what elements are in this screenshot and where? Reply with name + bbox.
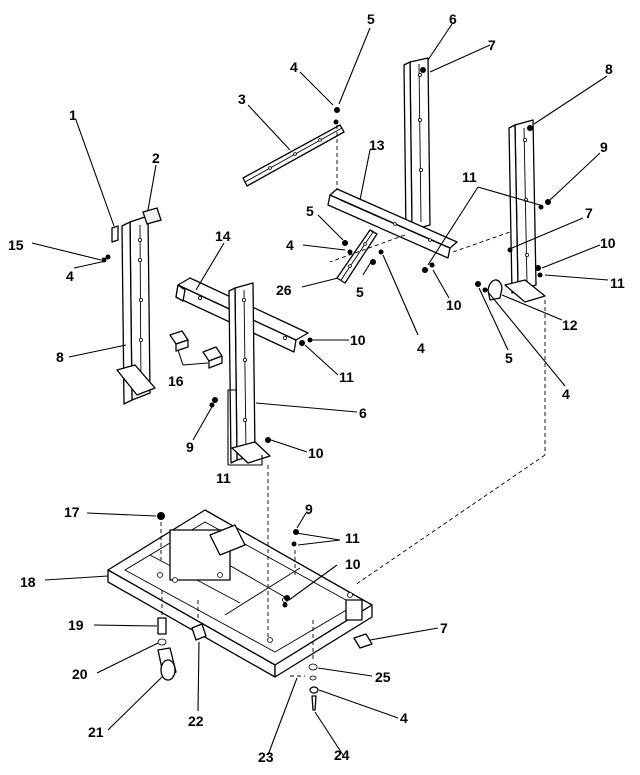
callout-7: 7 [488, 37, 496, 53]
callout-19: 19 [68, 617, 84, 633]
callout-20: 20 [72, 666, 88, 682]
callout-7: 7 [585, 205, 593, 221]
right-leg-upright [504, 119, 546, 303]
callout-9: 9 [186, 439, 194, 455]
rear-upright-upper [403, 57, 431, 234]
callout-5: 5 [356, 284, 364, 300]
base-frame [107, 509, 373, 678]
callout-22: 22 [188, 713, 204, 729]
callout-26: 26 [276, 282, 292, 298]
callout-10: 10 [345, 556, 361, 572]
lower-rail [327, 188, 458, 259]
callout-4: 4 [562, 386, 570, 402]
misc-hardware [191, 623, 373, 711]
callout-4: 4 [66, 268, 74, 284]
callout-labels: 1 2 3 4 4 4 4 4 4 5 5 5 5 6 6 7 7 7 8 8 … [8, 11, 625, 765]
small-bracket [487, 279, 503, 301]
callout-10: 10 [446, 297, 462, 313]
caster-assembly [157, 617, 177, 681]
front-upright [228, 282, 271, 464]
callout-13: 13 [369, 137, 385, 153]
callout-4: 4 [400, 710, 408, 726]
callout-23: 23 [258, 749, 274, 765]
callout-11: 11 [345, 530, 360, 546]
foot-pads [169, 330, 223, 369]
callout-11: 11 [216, 470, 231, 486]
fasteners [101, 67, 551, 608]
callout-4: 4 [286, 237, 294, 253]
callout-10: 10 [600, 235, 616, 251]
callout-7: 7 [440, 620, 448, 636]
callout-17: 17 [64, 504, 80, 520]
callout-21: 21 [88, 724, 104, 740]
left-leg-upright [111, 207, 162, 405]
callout-6: 6 [449, 11, 457, 27]
callout-5: 5 [367, 11, 375, 27]
leader-lines [31, 23, 609, 756]
callout-9: 9 [305, 501, 313, 517]
callout-24: 24 [334, 747, 350, 763]
callout-6: 6 [359, 405, 367, 421]
callout-14: 14 [215, 228, 231, 244]
callout-11: 11 [610, 275, 625, 291]
callout-11: 11 [339, 369, 354, 385]
callout-15: 15 [8, 237, 24, 253]
alignment-lines [160, 125, 546, 660]
callout-5: 5 [505, 350, 513, 366]
callout-12: 12 [562, 317, 578, 333]
callout-10: 10 [308, 445, 324, 461]
upper-cross-rail [242, 124, 345, 187]
callout-4: 4 [290, 59, 298, 75]
callout-16: 16 [168, 373, 184, 389]
callout-1: 1 [69, 107, 77, 123]
callout-11: 11 [462, 169, 477, 185]
callout-8: 8 [56, 349, 64, 365]
callout-9: 9 [600, 139, 608, 155]
diagonal-brace [336, 229, 378, 284]
callout-25: 25 [375, 669, 391, 685]
callout-18: 18 [20, 574, 36, 590]
callout-3: 3 [238, 91, 246, 107]
callout-4: 4 [417, 340, 425, 356]
callout-2: 2 [152, 150, 160, 166]
callout-5: 5 [306, 203, 314, 219]
callout-10: 10 [350, 332, 366, 348]
callout-8: 8 [605, 61, 613, 77]
